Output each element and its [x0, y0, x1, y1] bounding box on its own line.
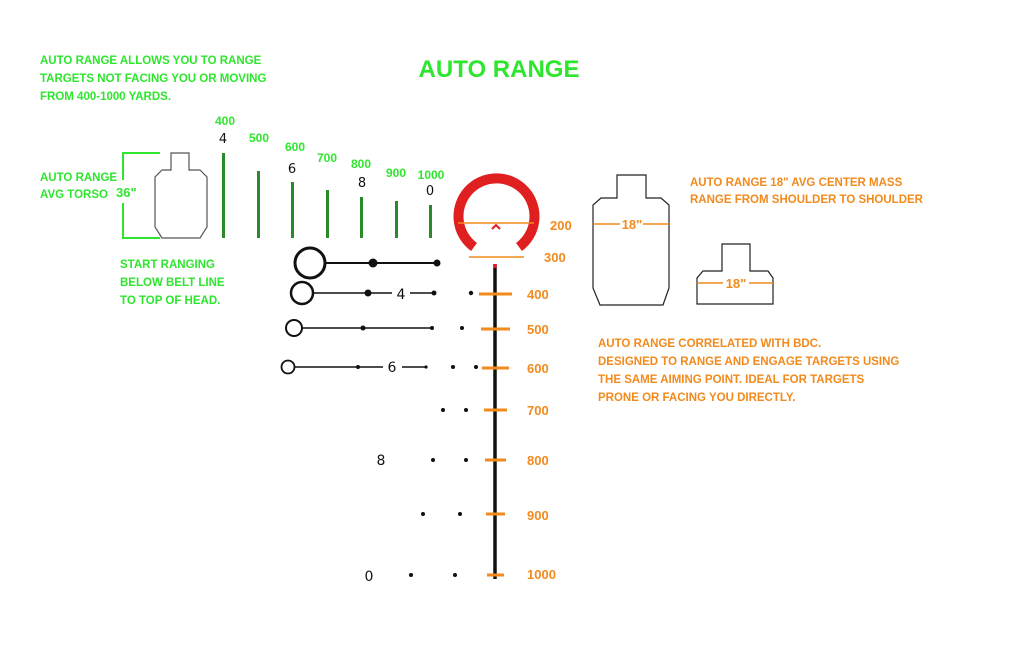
head-circle-icon [293, 246, 327, 280]
intro-line: FROM 400-1000 YARDS. [40, 91, 171, 103]
ranging-row-3 [285, 319, 464, 337]
prone-target-icon [696, 243, 774, 305]
range-bar-500 [257, 171, 260, 238]
ladder-label: 1000 [527, 567, 556, 582]
ladder-ticks [479, 292, 512, 577]
reticle: 200 300 400 500 600 700 800 900 1000 [453, 173, 572, 582]
reticle-ring-icon [453, 173, 540, 252]
bar-digit: 8 [358, 176, 366, 191]
target-width-label: 18" [726, 276, 747, 291]
ladder-label: 600 [527, 361, 549, 376]
head-circle-icon [289, 280, 315, 306]
intro-line: TARGETS NOT FACING YOU OR MOVING [40, 73, 266, 85]
head-circle-icon [280, 359, 296, 375]
row-digit: 6 [388, 360, 397, 376]
target-width-label: 18" [622, 217, 643, 232]
height-bracket [122, 152, 160, 239]
bar-range-label: 1000 [418, 168, 445, 182]
head-circle-icon [285, 319, 303, 337]
bdc-line: AUTO RANGE CORRELATED WITH BDC. [598, 338, 821, 350]
range-bars: 400 500 600 700 800 900 1000 4 6 8 0 [215, 114, 445, 238]
ladder-label: 400 [527, 287, 549, 302]
ranging-rows [280, 246, 511, 577]
range-bar-1000 [429, 205, 432, 238]
bar-digit: 0 [426, 184, 434, 199]
reticle-label: 200 [550, 218, 572, 233]
bar-digit: 4 [219, 132, 227, 147]
range-bar-600 [291, 182, 294, 238]
ranging-row-2 [289, 280, 474, 306]
center-mass-line: RANGE FROM SHOULDER TO SHOULDER [690, 194, 924, 206]
standing-target-icon [592, 174, 670, 306]
bar-range-label: 600 [285, 140, 305, 154]
bdc-line: THE SAME AIMING POINT. IDEAL FOR TARGETS [598, 374, 865, 386]
title: AUTO RANGE [419, 56, 580, 83]
bar-range-label: 800 [351, 157, 371, 171]
torso-silhouette-icon [154, 152, 208, 239]
row-digit: 4 [397, 287, 406, 303]
torso-label: AVG TORSO [40, 189, 108, 201]
bar-range-label: 900 [386, 166, 406, 180]
range-bar-400 [222, 153, 225, 238]
ranging-row-4 [280, 359, 478, 375]
intro-line: AUTO RANGE ALLOWS YOU TO RANGE [40, 55, 262, 67]
bar-range-label: 700 [317, 151, 337, 165]
bar-digit: 6 [288, 162, 296, 177]
ranging-line: START RANGING [120, 259, 215, 271]
range-bar-900 [395, 201, 398, 238]
ladder-label: 500 [527, 322, 549, 337]
ranging-line: TO TOP OF HEAD. [120, 295, 220, 307]
reticle-label: 300 [544, 250, 566, 265]
intro-text: AUTO RANGE ALLOWS YOU TO RANGE TARGETS N… [40, 55, 266, 103]
row-digit: 0 [365, 569, 374, 585]
ladder-label: 800 [527, 453, 549, 468]
torso-height-label: 36" [116, 185, 137, 200]
bdc-line: PRONE OR FACING YOU DIRECTLY. [598, 392, 795, 404]
ladder-label: 900 [527, 508, 549, 523]
bar-range-label: 500 [249, 131, 269, 145]
bdc-line: DESIGNED TO RANGE AND ENGAGE TARGETS USI… [598, 356, 899, 368]
ranging-row-1 [293, 246, 441, 280]
torso-label: AUTO RANGE [40, 172, 117, 184]
range-bar-700 [326, 190, 329, 238]
ranging-line: BELOW BELT LINE [120, 277, 225, 289]
chevron-aimpoint-icon [491, 223, 501, 230]
range-bar-800 [360, 197, 363, 238]
center-mass-line: AUTO RANGE 18" AVG CENTER MASS [690, 177, 903, 189]
ladder-label: 700 [527, 403, 549, 418]
bar-range-label: 400 [215, 114, 235, 128]
row-digit: 8 [377, 453, 386, 469]
